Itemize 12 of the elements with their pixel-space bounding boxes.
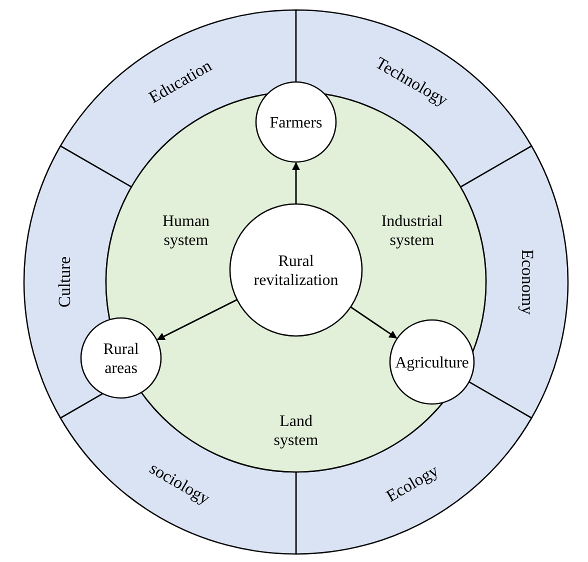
node-label: Farmers [270,114,322,132]
segment-label: Economy [518,249,538,315]
node-label: Rural revitalization [254,253,338,290]
segment-label: Culture [54,256,74,308]
arrow [156,298,238,340]
arrow [350,306,398,339]
system-label: Land system [274,413,318,450]
system-label: Human system [162,213,210,250]
node-label: Agriculture [395,354,469,372]
arrow [292,162,300,204]
node-label: Rural areas [103,341,139,378]
system-label: Industrial system [381,213,443,250]
